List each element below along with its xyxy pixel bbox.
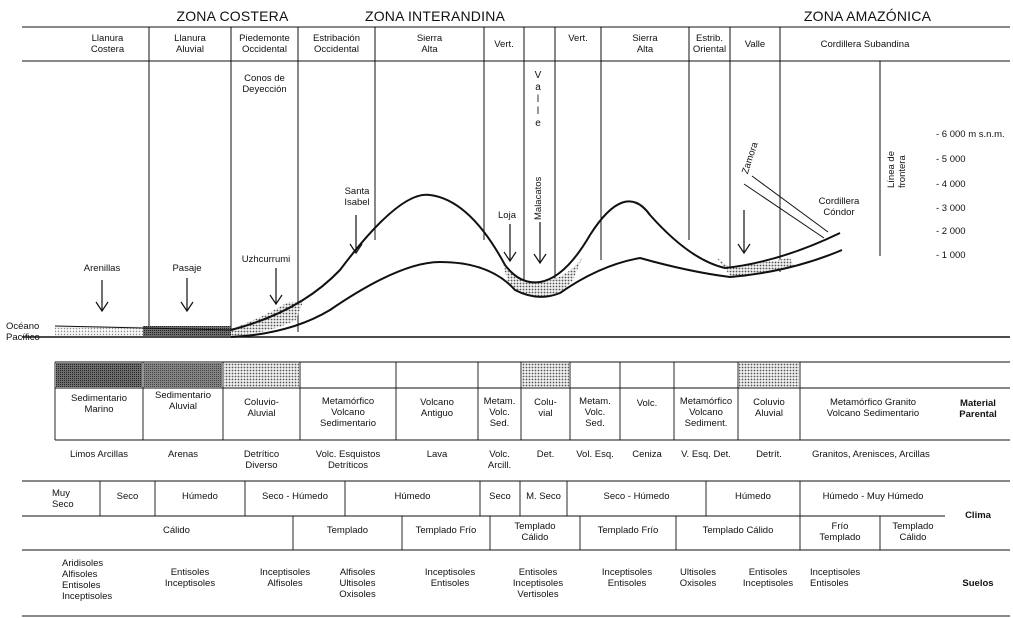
- label-pasaje: Pasaje: [172, 263, 202, 274]
- deposit-cell-6: Volc. Arcill.: [487, 449, 512, 471]
- soil-cell-9: Entisoles Inceptisoles: [742, 567, 794, 589]
- parent-material-patterns: [56, 363, 799, 387]
- label-oceano-pacifico: Océano Pacífico: [6, 321, 40, 343]
- altitude-5000: - 5 000: [936, 154, 966, 165]
- deposit-cell-11: Detrít.: [756, 449, 782, 460]
- deposit-cell-8: Vol. Esq.: [576, 449, 614, 460]
- zone-title-interandina: ZONA INTERANDINA: [364, 8, 506, 24]
- label-linea-frontera: Línea de frontera: [886, 151, 908, 188]
- material-cell-7: Colu- vial: [534, 397, 557, 419]
- label-malacatos: Malacatos: [533, 176, 544, 220]
- label-uzhcurrumi: Uzhcurrumi: [241, 254, 291, 265]
- temperature-cell-4: Templado Cálido: [514, 521, 556, 543]
- label-conos-deyeccion: Conos de Deyección: [242, 73, 287, 95]
- table-grid: [22, 361, 1010, 617]
- soil-cell-6: Entisoles Inceptisoles Vertisoles: [512, 567, 564, 600]
- zone-title-costera: ZONA COSTERA: [176, 8, 289, 24]
- soil-cell-1: Aridisoles Alfisoles Entisoles Inceptiso…: [62, 558, 113, 602]
- material-cell-9: Volc.: [636, 398, 658, 409]
- temperature-cell-7: Frío Templado: [819, 521, 861, 543]
- altitude-3000: - 3 000: [936, 203, 966, 214]
- soil-cell-3: Inceptisoles Alfisoles: [259, 567, 311, 589]
- header-valle: Valle: [744, 39, 766, 50]
- humidity-cell-3: Húmedo: [182, 491, 218, 502]
- material-cell-2: Sedimentario Aluvial: [155, 390, 211, 412]
- material-cell-8: Metam. Volc. Sed.: [579, 396, 611, 429]
- header-estribacion-occ: Estribación Occidental: [313, 33, 360, 55]
- material-cell-5: Volcano Antiguo: [420, 397, 454, 419]
- humidity-cell-7: M. Seco: [526, 491, 561, 502]
- humidity-cell-9: Húmedo: [735, 491, 771, 502]
- label-loja: Loja: [498, 210, 516, 221]
- header-llanura-costera: Llanura Costera: [90, 33, 125, 55]
- header-llanura-aluvial: Llanura Aluvial: [174, 33, 206, 55]
- label-arenillas: Arenillas: [83, 263, 121, 274]
- header-estrib-oriental: Estrib. Oriental: [692, 33, 727, 55]
- altitude-2000: - 2 000: [936, 226, 966, 237]
- soil-cell-2: Entisoles Inceptisoles: [164, 567, 216, 589]
- header-vert-1: Vert.: [494, 39, 514, 50]
- humidity-cell-10: Húmedo - Muy Húmedo: [822, 491, 924, 502]
- header-sierra-alta-2: Sierra Alta: [632, 33, 658, 55]
- altitude-4000: - 4 000: [936, 179, 966, 190]
- temperature-cell-6: Templado Cálido: [702, 525, 774, 536]
- label-santa-isabel: Santa Isabel: [344, 186, 370, 208]
- temperature-cell-3: Templado Frío: [415, 525, 477, 536]
- humidity-cell-2: Seco: [116, 491, 139, 502]
- soil-cell-5: Inceptisoles Entisoles: [424, 567, 476, 589]
- deposit-cell-4: Volc. Esquistos Detríticos: [315, 449, 381, 471]
- humidity-cell-6: Seco: [489, 491, 511, 502]
- humidity-cell-1: Muy Seco: [52, 488, 74, 510]
- row-label-suelos: Suelos: [962, 578, 994, 589]
- material-cell-3: Coluvio- Aluvial: [244, 397, 279, 419]
- condor-lines: [743, 175, 829, 239]
- deposit-cell-7: Det.: [536, 449, 555, 460]
- header-piedemonte: Piedemonte Occidental: [239, 33, 290, 55]
- row-label-clima: Clima: [965, 510, 991, 521]
- label-cordillera-condor: Cordillera Cóndor: [818, 196, 860, 218]
- material-cell-10: Metamórfico Volcano Sediment.: [679, 396, 733, 429]
- soil-cell-8: Ultisoles Oxisoles: [679, 567, 717, 589]
- humidity-cell-4: Seco - Húmedo: [261, 491, 328, 502]
- deposit-cell-3: Detrítico Diverso: [243, 449, 280, 471]
- material-cell-1: Sedimentario Marino: [71, 393, 127, 415]
- deposit-cell-12: Granitos, Arenisces, Arcillas: [812, 449, 930, 460]
- temperature-cell-2: Templado: [326, 525, 369, 536]
- altitude-6000: - 6 000 m s.n.m.: [936, 129, 1005, 140]
- material-cell-6: Metam. Volc. Sed.: [483, 396, 516, 429]
- header-vert-2: Vert.: [568, 33, 588, 44]
- deposit-cell-5: Lava: [426, 449, 448, 460]
- deposit-cell-9: Ceniza: [632, 449, 662, 460]
- label-valle-vertical: V a l l e: [534, 70, 542, 129]
- material-cell-12: Metamórfico Granito Volcano Sedimentario: [826, 397, 920, 419]
- temperature-cell-5: Templado Frío: [597, 525, 659, 536]
- deposit-cell-10: V. Esq. Det.: [681, 449, 731, 460]
- soil-cell-10: Inceptisoles Entisoles: [810, 567, 861, 589]
- humidity-cell-5: Húmedo: [394, 491, 431, 502]
- deposit-cell-2: Arenas: [167, 449, 199, 460]
- material-cell-11: Coluvio Aluvial: [753, 397, 785, 419]
- header-grid: [22, 26, 1010, 332]
- temperature-cell-1: Cálido: [163, 525, 190, 536]
- material-cell-4: Metamórfico Volcano Sedimentario: [320, 396, 376, 429]
- header-sierra-alta-1: Sierra Alta: [416, 33, 443, 55]
- zone-title-amazonica: ZONA AMAZÓNICA: [803, 8, 932, 24]
- header-cordillera-subandina: Cordillera Subandina: [820, 39, 910, 50]
- temperature-cell-8: Templado Cálido: [892, 521, 934, 543]
- deposit-cell-1: Limos Arcillas: [69, 449, 129, 460]
- humidity-cell-8: Seco - Húmedo: [603, 491, 670, 502]
- location-arrows: [95, 210, 751, 313]
- soil-cell-7: Inceptisoles Entisoles: [601, 567, 653, 589]
- soil-cell-4: Alfisoles Ultisoles Oxisoles: [339, 567, 376, 600]
- altitude-1000: - 1 000: [936, 250, 966, 261]
- row-label-material-parental: Material Parental: [959, 398, 997, 420]
